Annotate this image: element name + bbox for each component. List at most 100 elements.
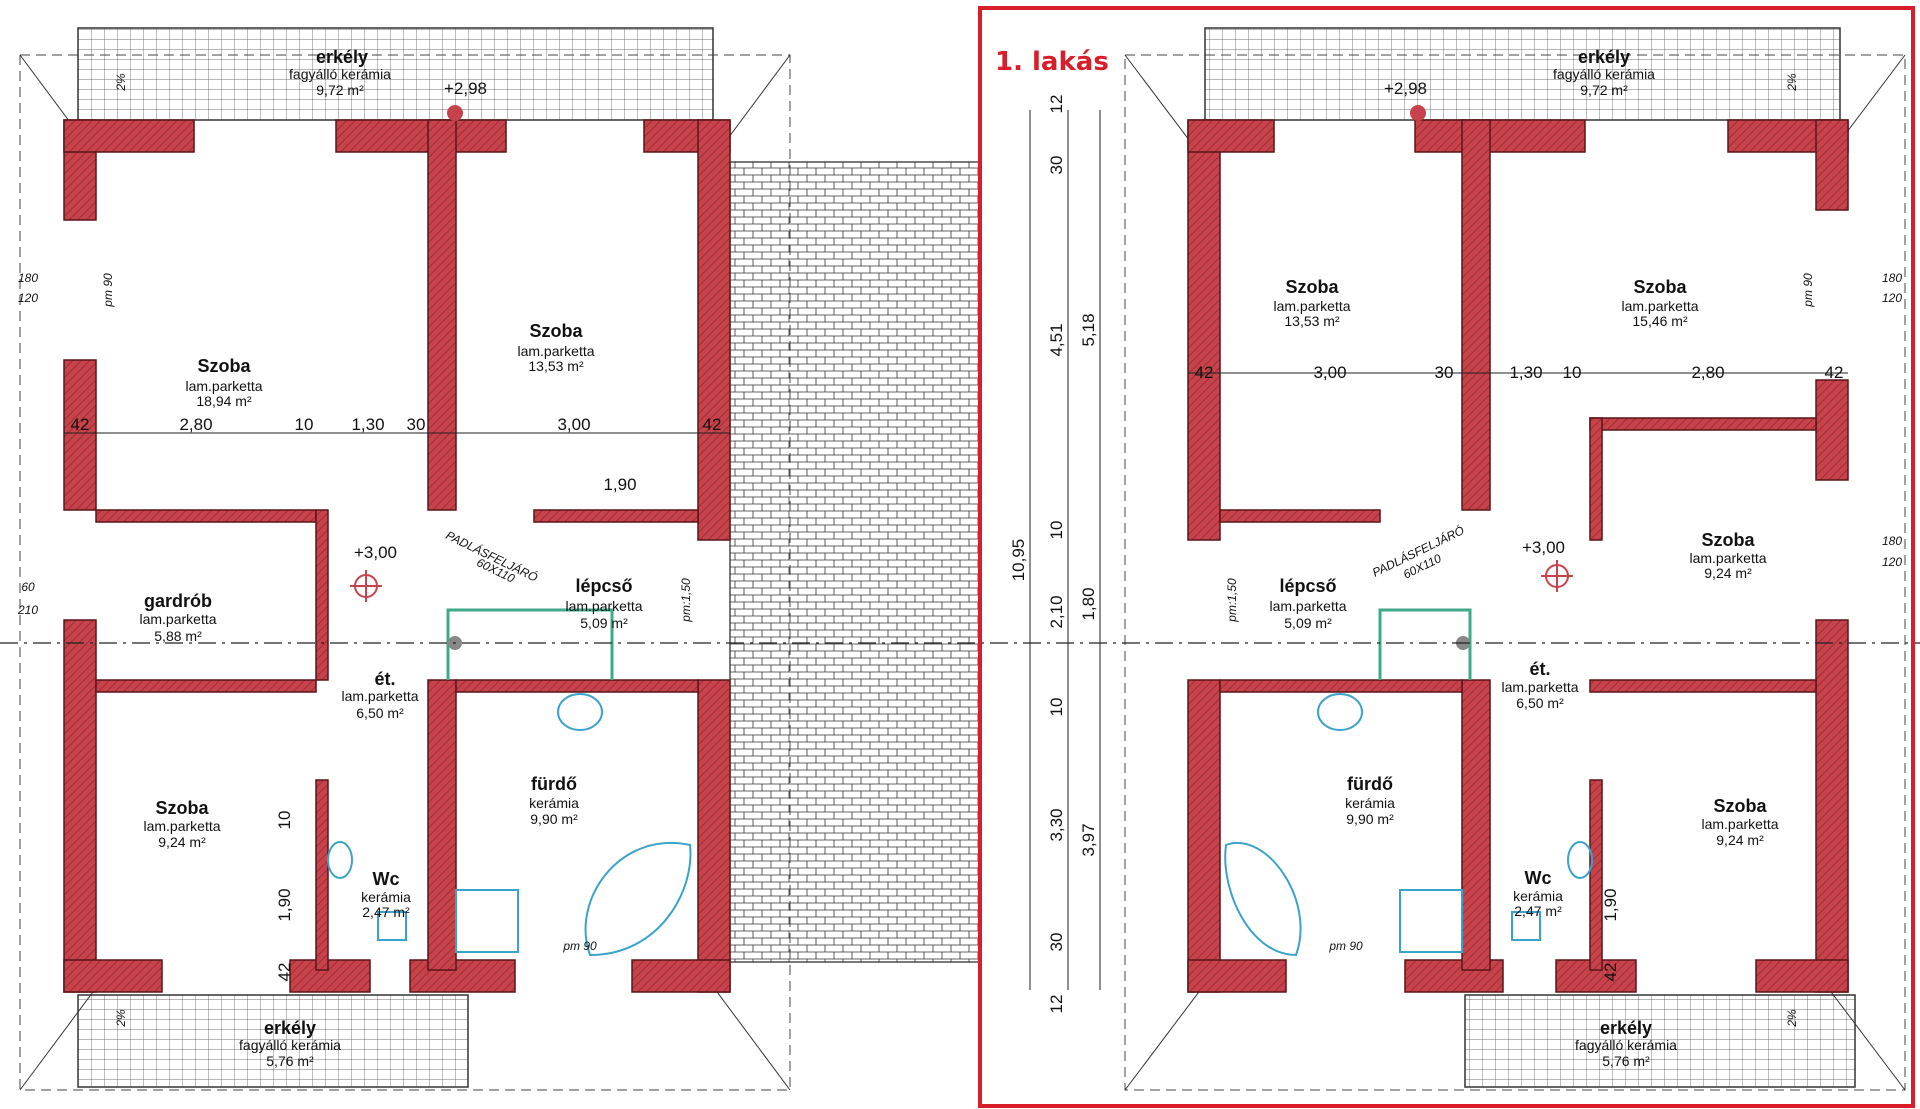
note: 180	[18, 271, 38, 285]
room-area: 9,72 m²	[316, 82, 364, 98]
room-floor: fagyálló kerámia	[1553, 66, 1655, 82]
room-area: 9,90 m²	[530, 811, 578, 827]
room-area: 9,90 m²	[1346, 811, 1394, 827]
dimension: 4,51	[1047, 323, 1066, 356]
note: pm:1,50	[1225, 578, 1239, 623]
note: pm 90	[101, 273, 115, 308]
room-floor: kerámia	[529, 795, 579, 811]
room-area: 5,76 m²	[1602, 1053, 1650, 1069]
room-name: ét.	[374, 669, 395, 689]
room-name: Wc	[1525, 868, 1552, 888]
level-mark: +3,00	[354, 543, 397, 562]
room-area: 5,09 m²	[1284, 615, 1332, 631]
room-floor: lam.parketta	[1269, 598, 1346, 614]
room-name: Szoba	[197, 356, 251, 376]
room-floor: lam.parketta	[139, 611, 216, 627]
room-area: 13,53 m²	[528, 358, 584, 374]
room-name: Szoba	[155, 798, 209, 818]
room-area: 9,24 m²	[1704, 565, 1752, 581]
room-floor: lam.parketta	[341, 688, 418, 704]
note: 180	[1882, 534, 1902, 548]
balcony-bottom	[1464, 994, 1856, 1088]
room-name: erkély	[1600, 1018, 1652, 1038]
apartment-highlight-frame	[978, 6, 1915, 1108]
room-name: Szoba	[529, 321, 583, 341]
note: pm 90	[1328, 939, 1363, 953]
room-name: ét.	[1529, 659, 1550, 679]
room-name: Szoba	[1713, 796, 1767, 816]
balcony-top	[1204, 27, 1841, 121]
apartment-title: 1. lakás	[995, 47, 1109, 77]
note: 120	[1882, 291, 1902, 305]
room-floor: lam.parketta	[565, 598, 642, 614]
room-name: Wc	[373, 869, 400, 889]
dimension: 10	[1047, 521, 1066, 540]
note: pm:1,50	[679, 578, 693, 623]
note: 120	[1882, 555, 1902, 569]
dimension: 42	[703, 415, 722, 434]
balcony-top	[77, 27, 714, 121]
dimension: 3,00	[557, 415, 590, 434]
dimension: 1,30	[1509, 363, 1542, 382]
dimension: 3,97	[1079, 823, 1098, 856]
dimension: 30	[1047, 933, 1066, 952]
room-area: 9,24 m²	[158, 834, 206, 850]
unit-left: Szoba lam.parketta 18,94 m² Szoba lam.pa…	[17, 27, 791, 1091]
room-name: gardrób	[144, 591, 212, 611]
dimension: 30	[1435, 363, 1454, 382]
room-floor: lam.parketta	[143, 818, 220, 834]
dimension: 10	[1047, 698, 1066, 717]
room-area: 9,24 m²	[1716, 832, 1764, 848]
room-floor: lam.parketta	[1501, 679, 1578, 695]
dimension: 10	[1563, 363, 1582, 382]
roof-tile-band	[729, 161, 981, 963]
level-mark: +2,98	[444, 79, 487, 98]
note: 120	[18, 291, 38, 305]
dimension: 2,10	[1047, 595, 1066, 628]
room-name: Szoba	[1701, 530, 1755, 550]
note: 60	[21, 580, 35, 594]
room-floor: fagyálló kerámia	[239, 1037, 341, 1053]
dimension: 42	[1825, 363, 1844, 382]
dimension: 42	[275, 963, 294, 982]
balcony-bottom	[77, 994, 469, 1088]
dimension: 3,00	[1313, 363, 1346, 382]
room-name: fürdő	[531, 774, 577, 794]
room-floor: kerámia	[361, 889, 411, 905]
dimension: 42	[1601, 963, 1620, 982]
dimension: 42	[71, 415, 90, 434]
dimension: 10	[295, 415, 314, 434]
room-floor: lam.parketta	[1273, 298, 1350, 314]
level-mark: +3,00	[1522, 538, 1565, 557]
room-area: 13,53 m²	[1284, 313, 1340, 329]
dimension: 10,95	[1009, 539, 1028, 582]
dimension: 1,30	[351, 415, 384, 434]
room-name: erkély	[316, 47, 368, 67]
note: 210	[17, 603, 38, 617]
room-area: 5,09 m²	[580, 615, 628, 631]
room-area: 5,88 m²	[154, 628, 202, 644]
room-area: 9,72 m²	[1580, 82, 1628, 98]
room-name: lépcső	[1279, 576, 1336, 596]
dimension: 1,90	[603, 475, 636, 494]
room-area: 6,50 m²	[1516, 695, 1564, 711]
dimension: 10	[275, 811, 294, 830]
room-name: erkély	[1578, 47, 1630, 67]
walls	[1187, 119, 1849, 993]
note: 2%	[1785, 73, 1799, 92]
room-area: 15,46 m²	[1632, 313, 1688, 329]
dimension: 5,18	[1079, 313, 1098, 346]
unit-right: Szoba lam.parketta 13,53 m² Szoba lam.pa…	[1124, 27, 1906, 1091]
room-floor: lam.parketta	[1701, 816, 1778, 832]
room-floor: lam.parketta	[1689, 550, 1766, 566]
room-area: 5,76 m²	[266, 1053, 314, 1069]
room-area: 2,47 m²	[362, 904, 410, 920]
middle-dimension-chain: 12 30 4,51 5,18 10,95 10 2,10 1,80 10 3,…	[1009, 95, 1101, 1013]
dimension: 2,80	[179, 415, 212, 434]
dimension: 30	[407, 415, 426, 434]
note: 2%	[114, 1009, 128, 1028]
room-name: fürdő	[1347, 774, 1393, 794]
dimension: 1,80	[1079, 587, 1098, 620]
room-floor: fagyálló kerámia	[289, 66, 391, 82]
